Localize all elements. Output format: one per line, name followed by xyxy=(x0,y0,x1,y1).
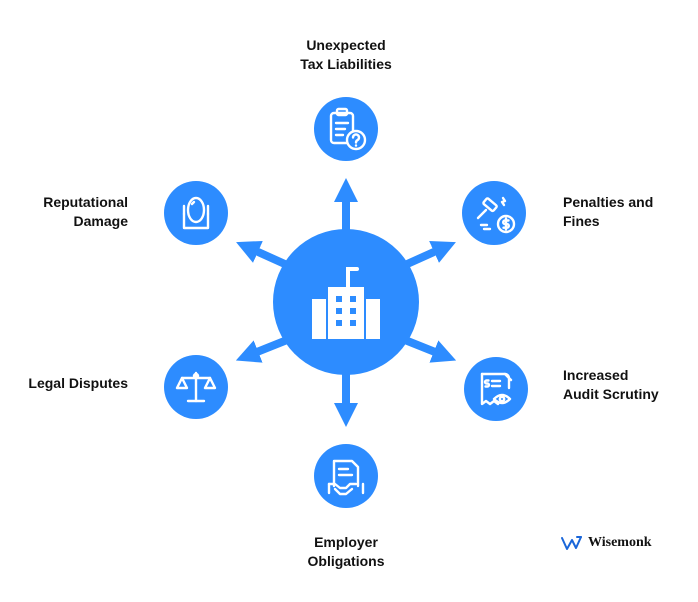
label-line: Increased xyxy=(563,367,629,383)
gavel-dollar-icon xyxy=(476,196,516,234)
office-building-icon xyxy=(312,267,380,339)
node-top xyxy=(314,97,378,161)
arrow-to-nw xyxy=(236,240,289,269)
label-line: Employer xyxy=(314,534,378,550)
connector-arrows xyxy=(235,178,457,427)
wisemonk-logo-icon xyxy=(561,536,582,550)
label-line: Damage xyxy=(73,213,128,229)
label-line: Legal Disputes xyxy=(28,375,128,391)
arrow-to-ne xyxy=(403,240,456,269)
label-line: Reputational xyxy=(43,194,128,210)
node-sw xyxy=(164,355,228,419)
brand-name: Wisemonk xyxy=(588,535,652,550)
label-line: Tax Liabilities xyxy=(300,56,392,72)
invoice-eye-icon xyxy=(480,372,513,406)
node-bottom xyxy=(314,444,378,508)
clipboard-question-icon xyxy=(329,107,367,151)
label-line: Penalties and xyxy=(563,194,654,210)
arrow-to-sw xyxy=(235,336,289,363)
node-nw xyxy=(164,181,228,245)
label-line: Audit Scrutiny xyxy=(563,386,659,402)
node-se xyxy=(464,357,528,421)
mirror-icon xyxy=(182,196,210,230)
label-line: Unexpected xyxy=(306,37,386,53)
label-employer-obligations: Employer Obligations xyxy=(246,533,446,571)
label-increased-audit-scrutiny: Increased Audit Scrutiny xyxy=(563,366,659,404)
scales-icon xyxy=(175,371,217,403)
brand-watermark: Wisemonk xyxy=(561,535,652,551)
label-reputational-damage: Reputational Damage xyxy=(0,193,128,231)
label-line: Obligations xyxy=(307,553,385,569)
hub-node xyxy=(273,229,419,375)
arrow-to-se xyxy=(403,336,457,363)
label-unexpected-tax-liabilities: Unexpected Tax Liabilities xyxy=(246,36,446,74)
label-line: Fines xyxy=(563,213,600,229)
document-handshake-icon xyxy=(327,459,365,496)
label-penalties-and-fines: Penalties and Fines xyxy=(563,193,653,231)
label-legal-disputes: Legal Disputes xyxy=(0,374,128,393)
node-ne xyxy=(462,181,526,245)
